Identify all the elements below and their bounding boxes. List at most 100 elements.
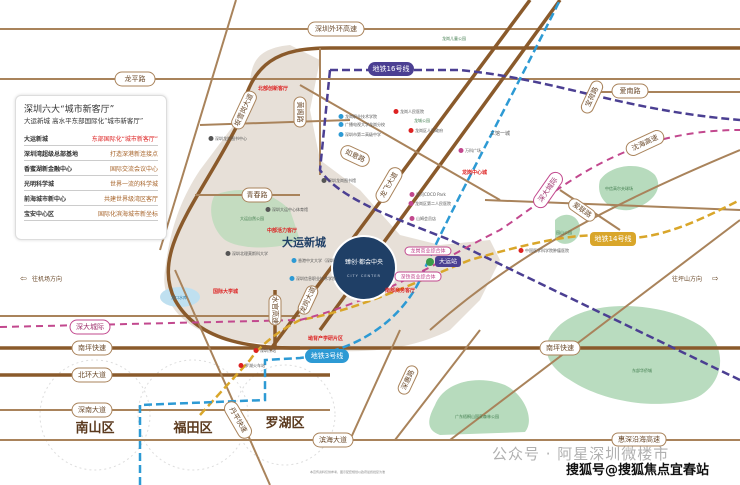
poi-label: 深圳大运中心体育馆 [272,206,308,212]
road-label-ainan: 爱南路 [611,83,649,99]
legend-row-name: 香蜜湖新金融中心 [24,166,73,173]
park-label-golf: 中信高尔夫球场 [605,185,633,191]
poi-label: 深圳龙岗图书中心 [215,135,247,141]
legend-title: 深圳六大“城市新客厅” [24,105,115,115]
svg-text:地铁3号线: 地铁3号线 [311,351,343,360]
road-label-danping: 丹平快速 [224,401,252,439]
project-marker[interactable] [331,235,397,301]
project-en: CITY CENTER [347,274,381,278]
poi-icon [518,248,524,253]
station-dayun[interactable]: 大运站 [426,256,461,267]
legend-panel: 深圳六大“城市新客厅” 大运新城 高水平东部国际化“城市新客厅” 大运新城东部国… [15,95,167,240]
park-label-children: 龙岗儿童公园 [442,35,466,41]
svg-text:龙岗商业综合体: 龙岗商业综合体 [410,248,445,255]
legend-row: 深圳湾超级总部基地 打造深港新连接点 [24,146,158,161]
poi-icon [393,109,399,114]
commerce-b: 深铁商业综合体 [394,271,442,282]
legend-row: 大运新城 东部国际化“城市新客厅” [24,131,158,146]
legend-row-name: 大运新城 [24,136,49,143]
svg-text:青春路: 青春路 [247,190,268,199]
legend-row-name: 前海城市新中心 [24,196,67,203]
poi-label: 龙岗区第二人民医院 [415,200,451,206]
watermark-wechat: 公众号 · 阿星深圳微楼市 [492,445,670,463]
road-label-huangge: 黄阁路 [293,96,307,128]
svg-text:深南大道: 深南大道 [78,405,106,414]
poi-label: 深圳北理莫斯科大学 [232,250,268,256]
park-label-dayun: 大运自然公园 [240,215,264,221]
poi-icon [409,216,415,221]
park-label-longcheng: 龙城公园 [414,117,430,123]
district-futian: 福田区 [172,420,212,436]
area-longgang-center: 龙岗中心城 [461,169,487,176]
disclaimer: 本宣传资料仅供参考，图示配套规划以政府最终批复为准 [310,470,386,474]
svg-text:滨海大道: 滨海大道 [319,435,347,444]
park-octw [546,306,721,404]
poi-label: 深圳市第二高级中学 [345,131,381,137]
svg-text:深大城际: 深大城际 [76,322,104,331]
road-label-shenhui: 深惠路 [397,365,419,395]
metro-label-14: 地铁14号线 [590,232,636,246]
road-label-longping: 龙平路 [114,71,156,87]
svg-text:水官高速: 水官高速 [271,296,280,324]
poi-icon [208,136,214,141]
district-circle [234,364,336,466]
poi-label: 罗湖火车站 [245,362,265,368]
intercity-label-left: 深大城际 [69,319,111,335]
legend-row: 宝安中心区国际化滨海城市新坐标 [24,206,158,221]
poi-label: 万科广场 [465,147,481,153]
svg-text:深圳外环高速: 深圳外环高速 [315,24,357,33]
district-nanshan: 南山区 [75,420,114,436]
legend-row: 香蜜湖新金融中心国际交流会议中心 [24,161,158,176]
legend-row-name: 光明科学城 [24,181,55,188]
poi-label: 深圳龙岗图书馆 [328,177,356,183]
svg-text:地铁14号线: 地铁14号线 [595,234,632,243]
road-label-nanping-left: 南坪快速 [71,340,113,356]
svg-text:爱南路: 爱南路 [620,86,641,95]
svg-text:黄阁路: 黄阁路 [296,102,305,123]
district-circle [39,359,151,471]
poi-label: 龙岗人民医院 [400,108,424,114]
poi-label: 深圳信息职业技术学院 [296,275,336,281]
road-label-outer-ring: 深圳外环高速 [307,21,365,37]
svg-text:深铁商业综合体: 深铁商业综合体 [400,274,435,281]
metro-station-icon [426,258,434,266]
area-central-vitality: 中部活力客厅 [267,227,297,234]
metro-line-14 [199,198,740,416]
poi-label: 龙岗职业技术学院 [345,113,377,119]
road-label-beihuan: 北环大道 [71,367,113,383]
legend-row: 前海城市新中心 共建世界级湾区客厅 [24,191,158,206]
legend-row-desc: 东部国际化“城市新客厅” [91,136,158,143]
park-label-oct: 东部华侨城 [632,367,652,373]
poi-icon [321,178,327,183]
poi-icon [458,148,464,153]
district-luohu: 罗湖区 [265,416,304,431]
poi-icon [408,201,414,206]
legend-row-name: 深圳湾超级总部基地 [24,151,79,158]
poi-label: 星河COCO Park [416,191,446,197]
direction-airport: 往机场方向 [32,275,62,283]
road-label-qingchun: 青春路 [241,187,273,203]
district-circle [137,359,249,471]
legend-row-desc: 打造深港新连接点 [109,151,158,158]
poi-label: 广播电视大学龙岗分校 [345,121,385,127]
poi-icon [338,132,344,137]
legend-row-desc: 共建世界级湾区客厅 [103,196,158,203]
poi-icon [265,207,271,212]
road-label-shuiguan: 水官高速 [268,294,282,326]
park-label-yuanshan: 园山公园 [556,229,572,235]
road-label-shenhai: 沈海高速 [625,130,665,156]
poi-label: 香港中文大学（深圳） [298,257,338,263]
poi-icon [409,192,415,197]
park-wutong [429,380,529,435]
poi-label: 龙岗区人民政府 [415,127,443,133]
metro-line-16-north [330,68,740,122]
area-industry: 坳背产学研片区 [308,335,343,342]
poi-icon [225,251,231,256]
area-south-hall: 南部商务客厅 [385,287,415,294]
arrow-right-icon: ⇨ [712,274,719,283]
road-label-shennan: 深南大道 [71,402,113,418]
